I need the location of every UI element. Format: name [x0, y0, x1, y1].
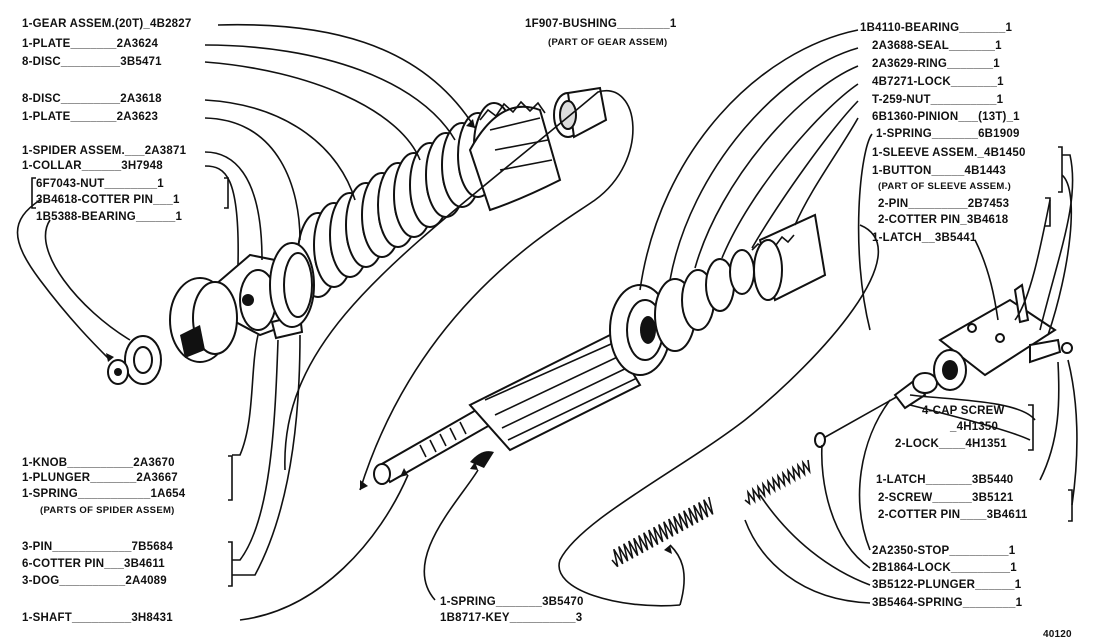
label-knob: 1-KNOB__________2A3670 — [22, 457, 175, 469]
label-bearing-1b5388: 1B5388-BEARING______1 — [36, 211, 183, 223]
pinion-part — [751, 213, 827, 302]
label-nut-6f7043: 6F7043-NUT________1 — [36, 178, 164, 190]
label-bushing: 1F907-BUSHING________1 — [525, 18, 677, 30]
label-gear-assem: 1-GEAR ASSEM.(20T)_4B2827 — [22, 18, 192, 30]
label-lock-2b1864: 2B1864-LOCK_________1 — [872, 562, 1017, 574]
label-part-of-sleeve: (PART OF SLEEVE ASSEM.) — [878, 181, 1012, 192]
label-cap-screw-number: _4H1350 — [950, 421, 999, 433]
bearing-part-left — [124, 335, 162, 385]
label-key: 1B8717-KEY__________3 — [440, 612, 583, 624]
gear-assembly-part — [468, 100, 562, 212]
seal-ring-stack — [654, 249, 755, 352]
label-cotter-3b4611: 6-COTTER PIN___3B4611 — [22, 558, 165, 570]
key-part — [470, 451, 494, 468]
label-collar: 1-COLLAR______3H7948 — [22, 160, 163, 172]
label-pin-2b7453: 2-PIN_________2B7453 — [878, 198, 1010, 210]
spring-coil-lower — [611, 496, 714, 568]
figure-number: 40120 — [1043, 629, 1072, 640]
label-plate-1: 1-PLATE_______2A3624 — [22, 38, 159, 50]
label-nut-t259: T-259-NUT__________1 — [872, 94, 1004, 106]
label-stop: 2A2350-STOP_________1 — [872, 545, 1016, 557]
shaft-part — [373, 333, 642, 485]
label-plate-2: 1-PLATE_______2A3623 — [22, 111, 159, 123]
label-screw-3b5121: 2-SCREW______3B5121 — [878, 492, 1014, 504]
label-cotter-3b4618-right: 2-COTTER PIN_3B4618 — [878, 214, 1009, 226]
label-spider-assem: 1-SPIDER ASSEM.___2A3871 — [22, 145, 187, 157]
label-cap-screw: 4-CAP SCREW — [922, 405, 1005, 417]
label-shaft: 1-SHAFT_________3H8431 — [22, 612, 173, 624]
label-plunger-3b5122: 3B5122-PLUNGER______1 — [872, 579, 1022, 591]
label-lock-4h1351: 2-LOCK____4H1351 — [895, 438, 1007, 450]
bushing-part — [553, 86, 608, 139]
label-dog: 3-DOG__________2A4089 — [22, 575, 167, 587]
label-cotter-3b4618: 3B4618-COTTER PIN___1 — [36, 194, 180, 206]
label-lock-4b7271: 4B7271-LOCK_______1 — [872, 76, 1004, 88]
label-button: 1-BUTTON_____4B1443 — [872, 165, 1006, 177]
label-spring-3b5470: 1-SPRING_______3B5470 — [440, 596, 584, 608]
plunger-rod-part — [814, 372, 938, 448]
plate-ring-part — [269, 242, 315, 328]
label-disc-2: 8-DISC_________2A3618 — [22, 93, 162, 105]
label-spring-3b5464: 3B5464-SPRING________1 — [872, 597, 1023, 609]
label-bearing-1b4110: 1B4110-BEARING_______1 — [860, 22, 1013, 34]
label-latch-3b5440: 1-LATCH_______3B5440 — [876, 474, 1014, 486]
leader-lines — [16, 23, 1078, 621]
spring-coil-upper — [744, 459, 811, 506]
nut-part-left — [107, 359, 129, 385]
label-spring-1a654: 1-SPRING___________1A654 — [22, 488, 186, 500]
label-part-of-gear: (PART OF GEAR ASSEM) — [548, 37, 668, 48]
label-latch-3b5441: 1-LATCH__3B5441 — [872, 232, 977, 244]
label-spring-6b1909: 1-SPRING_______6B1909 — [876, 128, 1020, 140]
collar-part — [169, 277, 238, 363]
label-cotter-3b4611-right: 2-COTTER PIN____3B4611 — [878, 509, 1028, 521]
label-ring: 2A3629-RING_______1 — [872, 58, 1000, 70]
label-seal: 2A3688-SEAL_______1 — [872, 40, 1002, 52]
label-pin-7b5684: 3-PIN____________7B5684 — [22, 541, 174, 553]
label-plunger: 1-PLUNGER_______2A3667 — [22, 472, 178, 484]
latch-assembly-part — [933, 283, 1073, 391]
label-pinion: 6B1360-PINION___(13T)_1 — [872, 111, 1020, 123]
label-parts-of-spider: (PARTS OF SPIDER ASSEM) — [40, 505, 175, 516]
label-sleeve-assem: 1-SLEEVE ASSEM._4B1450 — [872, 147, 1026, 159]
label-disc-1: 8-DISC_________3B5471 — [22, 56, 162, 68]
